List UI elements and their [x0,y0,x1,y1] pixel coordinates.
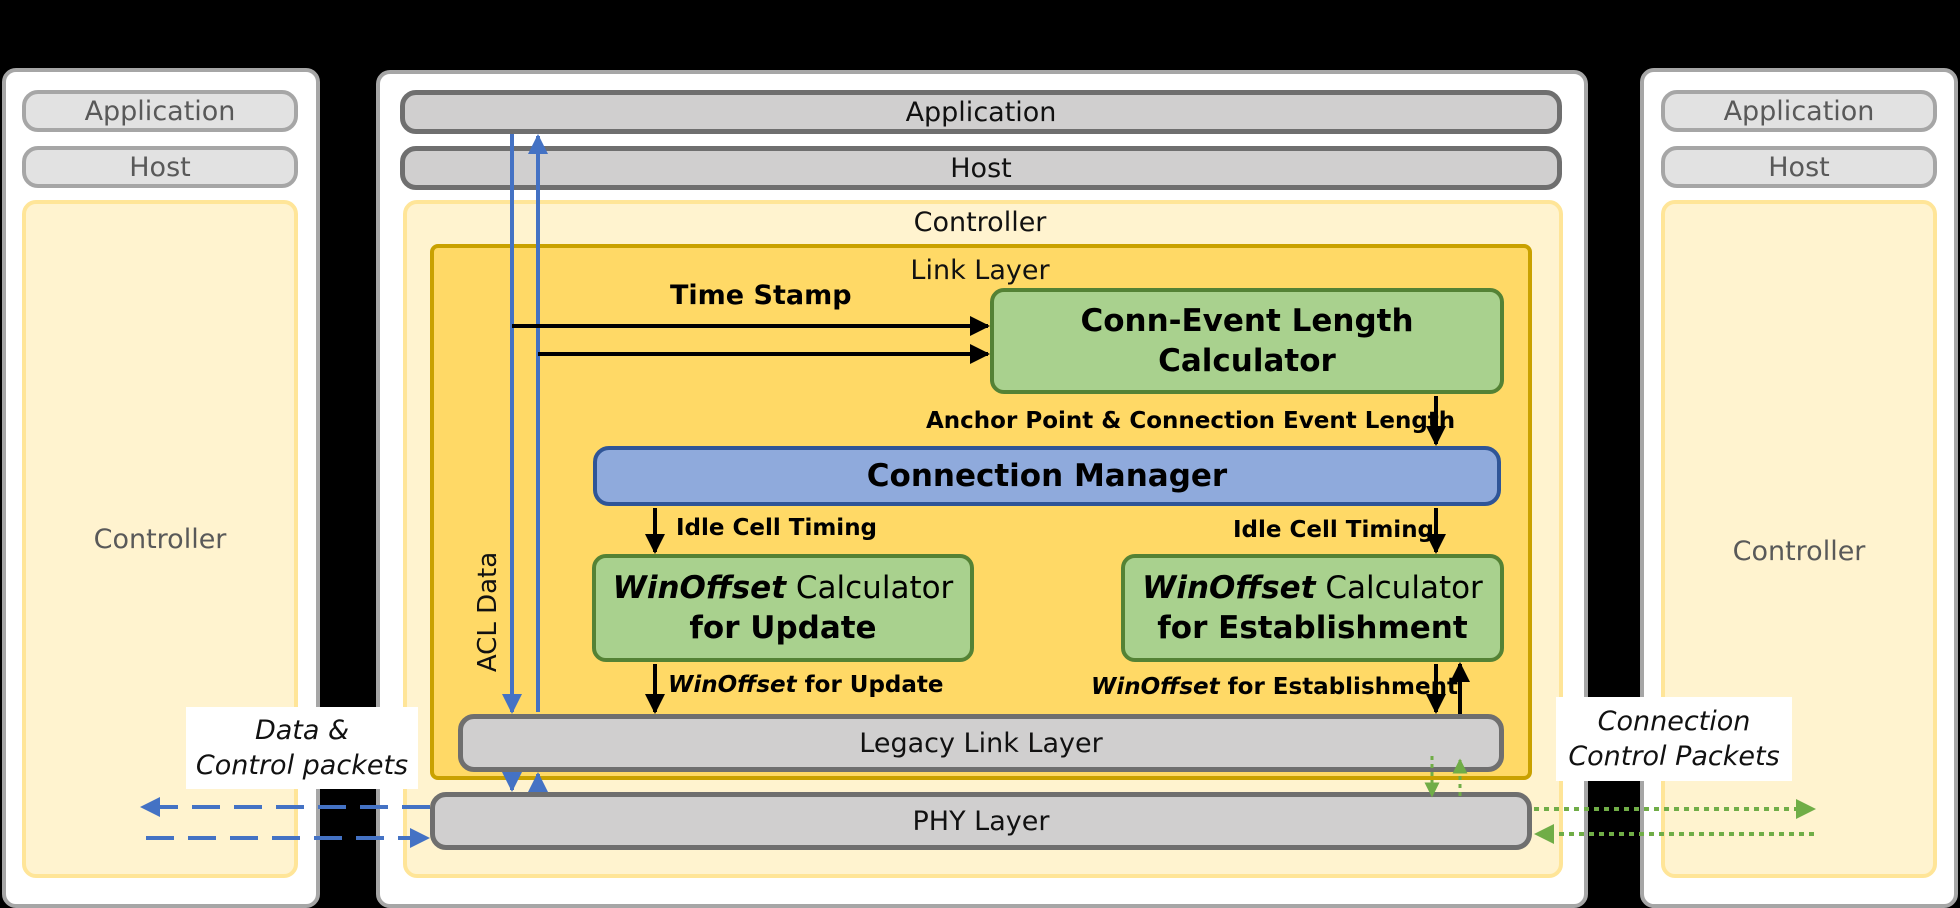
winoffset-for-update-italic: WinOffset [668,672,797,698]
idle-cell-timing-left-label: Idle Cell Timing [676,515,878,541]
main-controller-label: Controller [913,206,1047,238]
winoffset-update-rest: Calculator [786,570,954,606]
winoffset-update-line2: for Update [689,610,877,646]
winoffset-for-establishment-rest: for Establishment [1219,674,1458,700]
right-application-layer: Application [1661,90,1937,132]
winoffset-establish-rest: Calculator [1315,570,1483,606]
time-stamp-label: Time Stamp [670,280,852,311]
winoffset-establish-italic: WinOffset [1142,570,1316,606]
link-layer-label: Link Layer [910,254,1050,286]
left-host-layer: Host [22,146,298,188]
conn-event-length-calculator: Conn-Event Length Calculator [990,288,1504,394]
conn-event-calc-line1: Conn-Event Length [1080,303,1414,339]
main-application-layer: Application [400,90,1562,134]
data-control-packets-line2: Control packets [195,750,409,781]
left-controller: Controller [22,200,298,878]
connection-control-packets-label: Connection Control Packets [1556,697,1792,781]
winoffset-for-update-rest: for Update [796,672,944,698]
winoffset-establish-line2: for Establishment [1157,610,1468,646]
main-host-layer: Host [400,146,1562,190]
connection-control-packets-line2: Control Packets [1568,741,1780,772]
acl-data-label-box: ACL Data [428,552,548,672]
phy-layer: PHY Layer [430,792,1532,850]
winoffset-update-line1: WinOffset Calculator [613,568,954,608]
acl-data-label: ACL Data [473,551,504,673]
winoffset-establish-line1: WinOffset Calculator [1142,568,1483,608]
left-application-layer: Application [22,90,298,132]
winoffset-for-establishment-label: WinOffset for Establishment [1091,674,1458,700]
anchor-point-label: Anchor Point & Connection Event Length [926,408,1456,434]
idle-cell-timing-right-label: Idle Cell Timing [1233,517,1435,543]
connection-control-packets-line1: Connection [1597,706,1751,737]
winoffset-for-establishment-italic: WinOffset [1091,674,1220,700]
data-control-packets-label: Data & Control packets [186,707,418,789]
winoffset-calculator-establishment: WinOffset Calculator for Establishment [1121,554,1504,662]
winoffset-calculator-update: WinOffset Calculator for Update [592,554,974,662]
legacy-link-layer: Legacy Link Layer [458,714,1504,772]
connection-manager: Connection Manager [593,446,1501,506]
right-host-layer: Host [1661,146,1937,188]
conn-event-calc-line2: Calculator [1158,343,1336,379]
data-control-packets-line1: Data & [254,715,350,746]
winoffset-update-italic: WinOffset [612,570,787,606]
winoffset-for-update-label: WinOffset for Update [668,672,944,698]
